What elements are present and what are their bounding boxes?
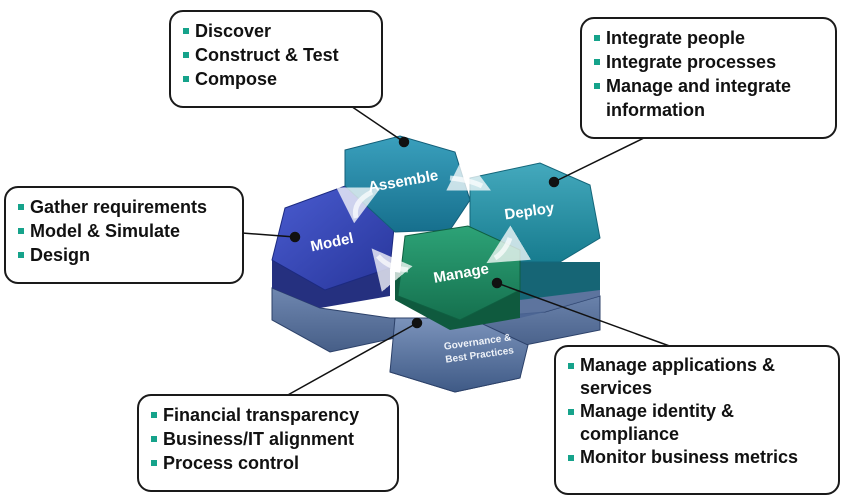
- bullet-icon: [594, 59, 600, 65]
- bullet-icon: [183, 28, 189, 34]
- callout-item: Process control: [151, 451, 387, 475]
- bullet-icon: [18, 204, 24, 210]
- callout-item: Construct & Test: [183, 43, 371, 67]
- bullet-icon: [18, 252, 24, 258]
- governance-callout: Financial transparency Business/IT align…: [137, 394, 399, 492]
- callout-item-text: Construct & Test: [195, 45, 339, 65]
- flow-arrows: [336, 154, 532, 292]
- connector-dot-deploy: [548, 176, 560, 188]
- connector-dot-assemble: [398, 136, 410, 148]
- callout-item-continuation: information: [594, 98, 825, 122]
- bullet-icon: [18, 228, 24, 234]
- callout-item: Gather requirements: [18, 195, 232, 219]
- callout-item-text: services: [580, 378, 653, 398]
- flow-arrow-manage-to-model: [371, 248, 413, 292]
- callout-item: Monitor business metrics: [568, 446, 828, 469]
- callout-item-text: Integrate people: [606, 28, 746, 48]
- callout-item: Design: [18, 243, 232, 267]
- connector-dot-model: [289, 231, 301, 243]
- callout-item: Manage applications &: [568, 354, 828, 377]
- callout-item-text: Business/IT alignment: [163, 429, 355, 449]
- model-callout: Gather requirements Model & Simulate Des…: [4, 186, 244, 284]
- connector-model: [241, 232, 296, 238]
- flow-arrow-model-to-assemble: [336, 187, 381, 224]
- flow-arrow-assemble-to-deploy: [446, 154, 491, 191]
- callout-item-text: Integrate processes: [606, 52, 777, 72]
- connector-dot-manage: [491, 277, 503, 289]
- deploy-callout: Integrate people Integrate processes Man…: [580, 17, 837, 139]
- connector-deploy: [553, 135, 649, 183]
- manage-callout: Manage applications & services Manage id…: [554, 345, 840, 495]
- callout-item-text: Gather requirements: [30, 197, 208, 217]
- callout-item: Financial transparency: [151, 403, 387, 427]
- callout-item-continuation: compliance: [568, 423, 828, 446]
- connector-governance: [285, 322, 418, 397]
- callout-item-text: Manage applications &: [580, 355, 776, 375]
- callout-item-continuation: services: [568, 377, 828, 400]
- callout-item: Model & Simulate: [18, 219, 232, 243]
- bullet-icon: [183, 52, 189, 58]
- deploy-label: Deploy: [503, 200, 556, 224]
- connector-manage: [496, 282, 676, 349]
- callout-item: Manage and integrate: [594, 74, 825, 98]
- bullet-icon: [151, 436, 157, 442]
- bullet-icon: [568, 455, 574, 461]
- bullet-icon: [568, 363, 574, 369]
- callout-item-text: Compose: [195, 69, 278, 89]
- manage-hexagon: Manage: [395, 225, 521, 330]
- assemble-callout: Discover Construct & Test Compose: [169, 10, 383, 108]
- connector-dot-governance: [411, 317, 423, 329]
- callout-item: Business/IT alignment: [151, 427, 387, 451]
- flow-arrow-deploy-to-manage: [486, 225, 532, 264]
- callout-item: Integrate people: [594, 26, 825, 50]
- callout-item-text: Model & Simulate: [30, 221, 181, 241]
- callout-item: Integrate processes: [594, 50, 825, 74]
- callout-item-text: Manage and integrate: [606, 76, 792, 96]
- bullet-icon: [594, 35, 600, 41]
- callout-item: Compose: [183, 67, 371, 91]
- callout-item-text: Discover: [195, 21, 272, 41]
- bullet-icon: [594, 83, 600, 89]
- callout-item: Manage identity &: [568, 400, 828, 423]
- callout-item-text: Process control: [163, 453, 300, 473]
- connectors: [241, 99, 676, 397]
- callout-item-text: Design: [30, 245, 91, 265]
- callout-item-text: Financial transparency: [163, 405, 360, 425]
- bullet-icon: [568, 409, 574, 415]
- callout-item-text: Monitor business metrics: [580, 447, 799, 467]
- bullet-icon: [151, 460, 157, 466]
- callout-item-text: Manage identity &: [580, 401, 735, 421]
- bullet-icon: [151, 412, 157, 418]
- bullet-icon: [183, 76, 189, 82]
- callout-item-text: compliance: [580, 424, 680, 444]
- callout-item: Discover: [183, 19, 371, 43]
- callout-item-text: information: [606, 100, 705, 120]
